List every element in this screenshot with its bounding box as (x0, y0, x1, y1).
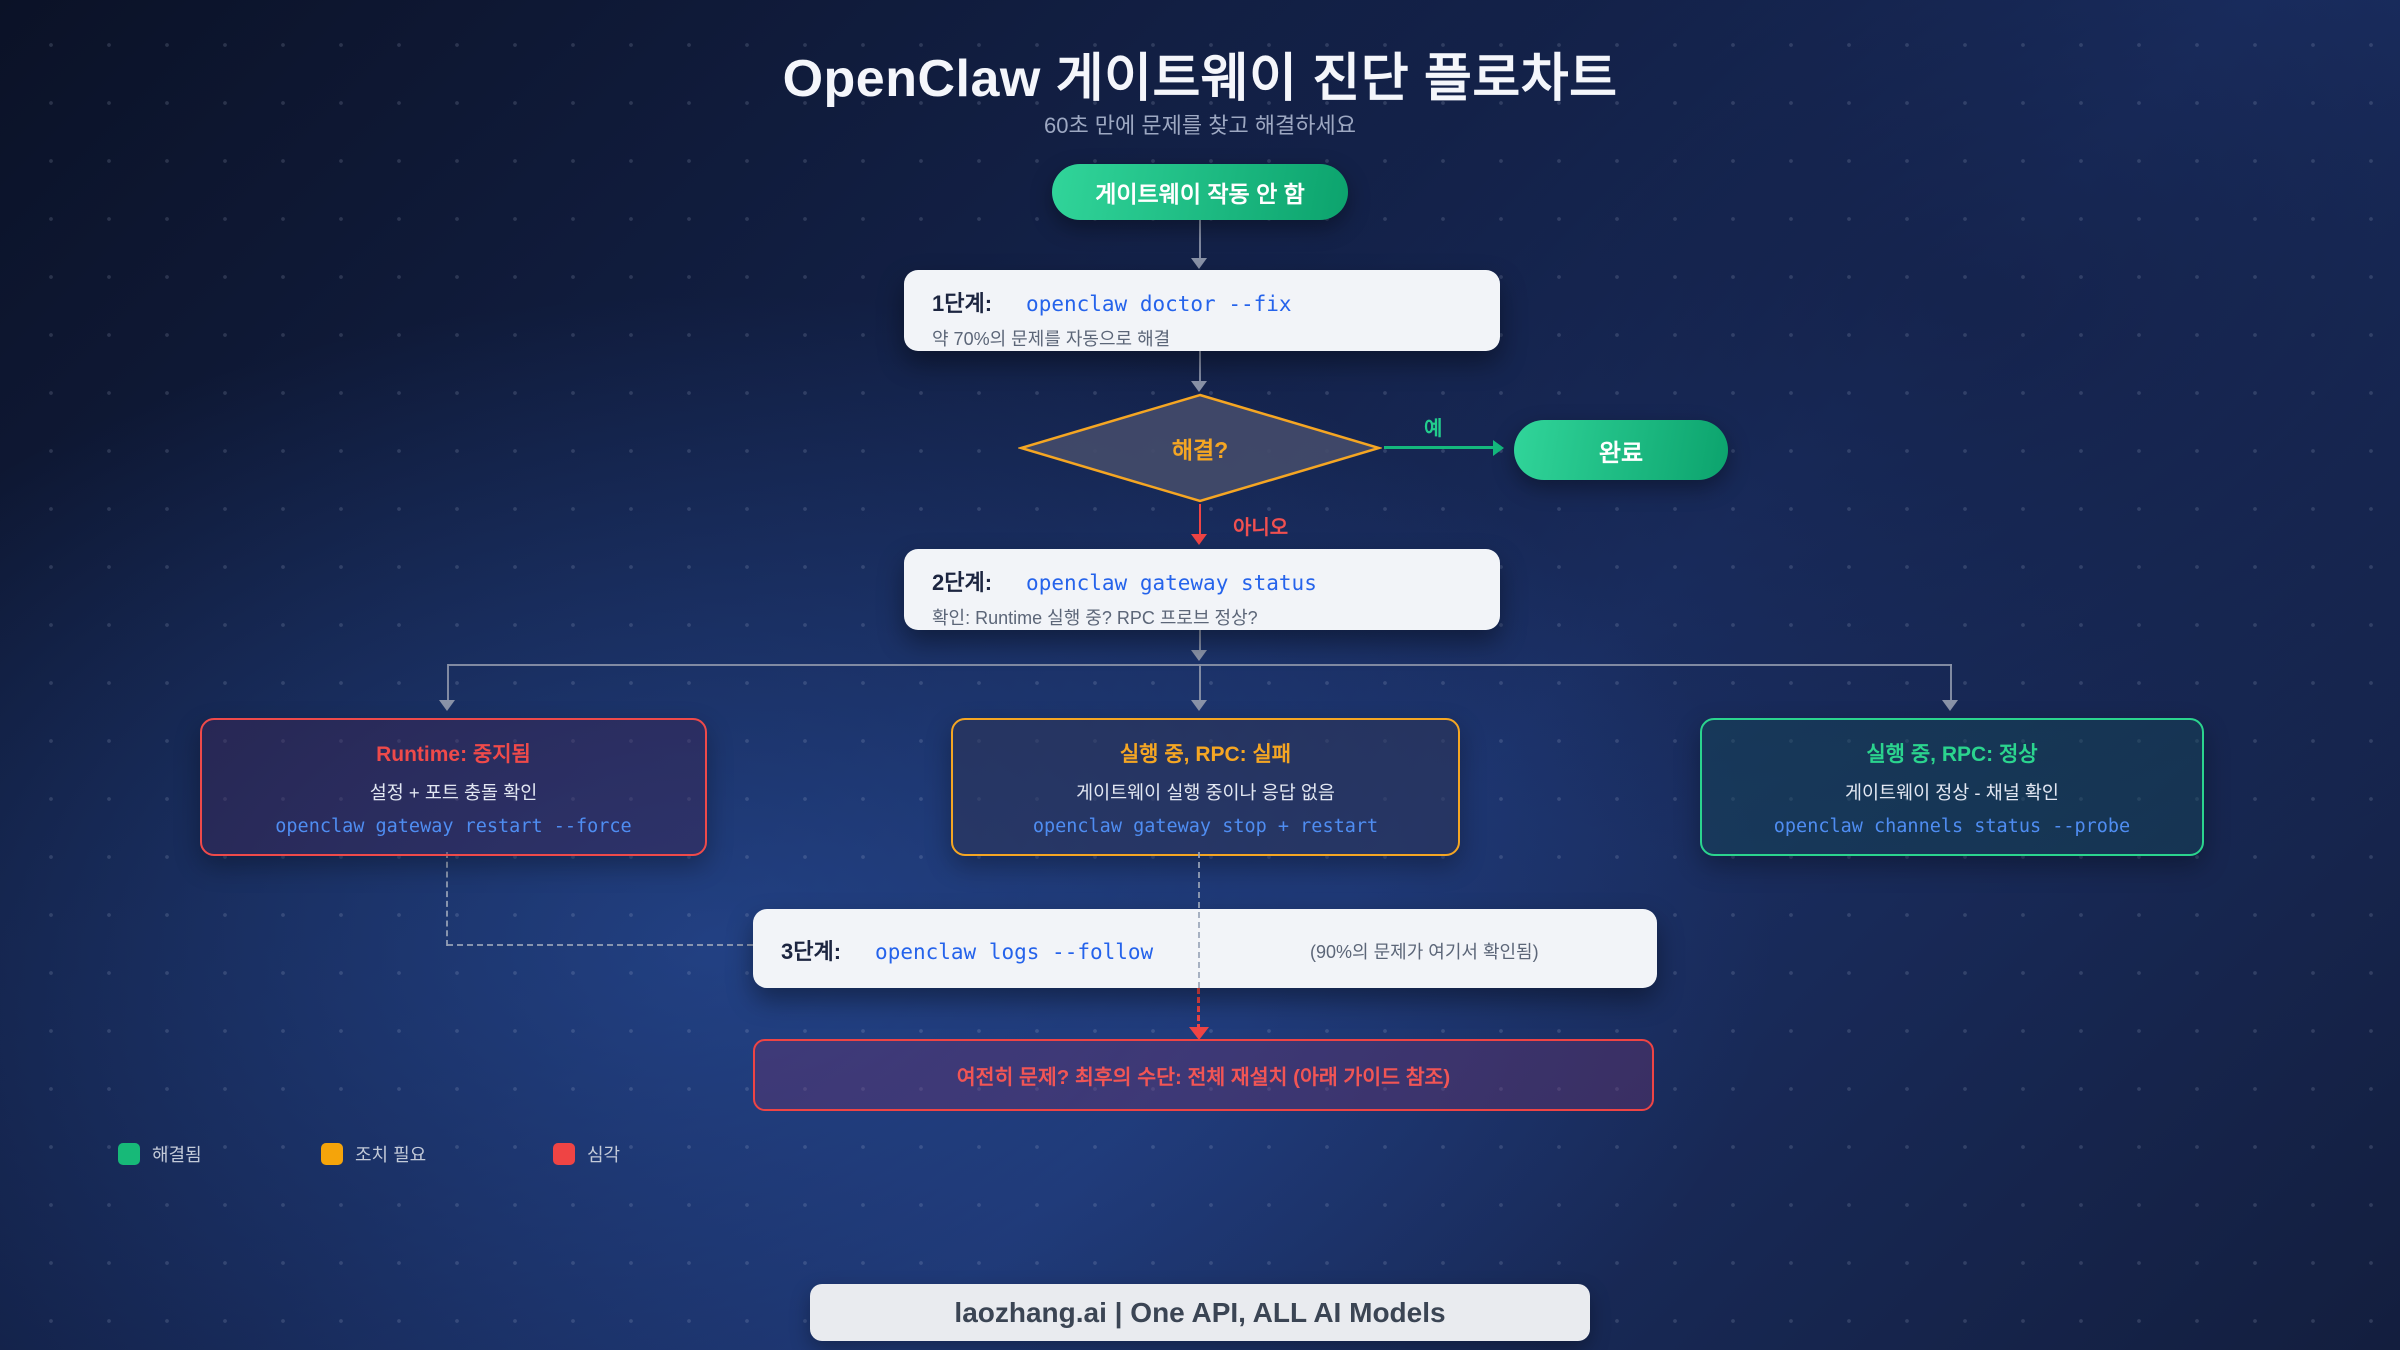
page-title: OpenClaw 게이트웨이 진단 플로차트 (782, 50, 1618, 108)
legend-swatch-orange (321, 1143, 343, 1165)
connector-start-step1 (1199, 220, 1201, 260)
step1-command: openclaw doctor --fix (1026, 292, 1292, 316)
drop-left (447, 664, 449, 702)
arrowhead-step1 (1191, 258, 1207, 269)
no-label: 아니오 (1233, 517, 1289, 539)
diamond-shape (1016, 393, 1384, 503)
step2-command: openclaw gateway status (1026, 571, 1317, 595)
step3-command: openclaw logs --follow (875, 940, 1154, 964)
branch-runtime-stopped-desc: 설정 + 포트 충돌 확인 (369, 781, 538, 803)
arrowhead-branch-middle (1191, 700, 1207, 711)
yes-label: 예 (1424, 418, 1443, 440)
dashed-red-vertical (1197, 988, 1200, 1030)
branch-rpc-fail-command: openclaw gateway stop + restart (1032, 815, 1379, 837)
start-node-label: 게이트웨이 작동 안 함 (1095, 181, 1305, 207)
legend-item-critical: 심각 (553, 1141, 620, 1167)
branch-rpc-fail-title: 실행 중, RPC: 실패 (1119, 742, 1292, 766)
drop-right (1950, 664, 1952, 702)
connector-step1-decision (1199, 351, 1201, 383)
footer-text: laozhang.ai | One API, ALL AI Models (954, 1296, 1446, 1328)
step1-label: 1단계: (932, 291, 993, 316)
step2-note: 확인: Runtime 실행 중? RPC 프로브 정상? (932, 608, 1258, 628)
done-node-label: 완료 (1598, 439, 1644, 467)
legend-item-action-needed: 조치 필요 (321, 1141, 426, 1167)
step2-box: 2단계: openclaw gateway status 확인: Runtime… (904, 549, 1500, 630)
legend-item-resolved: 해결됨 (118, 1141, 202, 1167)
final-warning-box: 여전히 문제? 최후의 수단: 전체 재설치 (아래 가이드 참조) (753, 1039, 1654, 1111)
arrowhead-branch-right (1942, 700, 1958, 711)
arrowhead-done (1493, 440, 1504, 456)
arrowhead-final (1189, 1027, 1209, 1040)
step3-label: 3단계: (781, 939, 842, 964)
branch-rpc-ok-title: 실행 중, RPC: 정상 (1866, 742, 2038, 766)
arrowhead-decision (1191, 381, 1207, 392)
legend-swatch-red (553, 1143, 575, 1165)
page-subtitle: 60초 만에 문제를 찾고 해결하세요 (1043, 113, 1357, 138)
branch-runtime-stopped-title: Runtime: 중지됨 (376, 742, 531, 766)
arrowhead-branch-left (439, 700, 455, 711)
dashed-left-horizontal (447, 944, 753, 946)
branch-rpc-ok-desc: 게이트웨이 정상 - 채널 확인 (1845, 781, 2059, 803)
final-warning-text: 여전히 문제? 최후의 수단: 전체 재설치 (아래 가이드 참조) (956, 1066, 1451, 1089)
step1-box: 1단계: openclaw doctor --fix 약 70%의 문제를 자동… (904, 270, 1500, 351)
step1-note: 약 70%의 문제를 자동으로 해결 (932, 329, 1171, 349)
legend-swatch-green (118, 1143, 140, 1165)
step3-box: 3단계: openclaw logs --follow (90%의 문제가 여기… (753, 909, 1657, 988)
decision-question: 해결? (1171, 437, 1229, 463)
dashed-middle-vertical (1198, 852, 1200, 988)
done-node: 완료 (1514, 420, 1728, 480)
start-node: 게이트웨이 작동 안 함 (1052, 164, 1348, 220)
step2-label: 2단계: (932, 570, 993, 595)
branch-rpc-ok: 실행 중, RPC: 정상 게이트웨이 정상 - 채널 확인 openclaw … (1700, 718, 2204, 856)
connector-yes (1384, 446, 1494, 449)
legend-label-action-needed: 조치 필요 (355, 1145, 427, 1165)
connector-no (1199, 504, 1201, 536)
legend-label-resolved: 해결됨 (152, 1145, 202, 1165)
connector-step2-split (1199, 630, 1201, 652)
step3-note: (90%의 문제가 여기서 확인됨) (1310, 942, 1539, 962)
legend-label-critical: 심각 (587, 1145, 621, 1165)
footer-banner: laozhang.ai | One API, ALL AI Models (810, 1284, 1590, 1341)
drop-middle (1199, 664, 1201, 702)
branch-runtime-stopped-command: openclaw gateway restart --force (275, 815, 632, 837)
arrowhead-split (1191, 650, 1207, 661)
branch-rpc-fail-desc: 게이트웨이 실행 중이나 응답 없음 (1076, 781, 1335, 803)
branch-rpc-ok-command: openclaw channels status --probe (1773, 815, 2131, 837)
branch-rpc-fail: 실행 중, RPC: 실패 게이트웨이 실행 중이나 응답 없음 opencla… (951, 718, 1460, 856)
decision-diamond: 해결? (1016, 392, 1384, 504)
dashed-left-vertical (446, 852, 448, 946)
branch-runtime-stopped: Runtime: 중지됨 설정 + 포트 충돌 확인 openclaw gate… (200, 718, 707, 856)
arrowhead-step2 (1191, 534, 1207, 545)
